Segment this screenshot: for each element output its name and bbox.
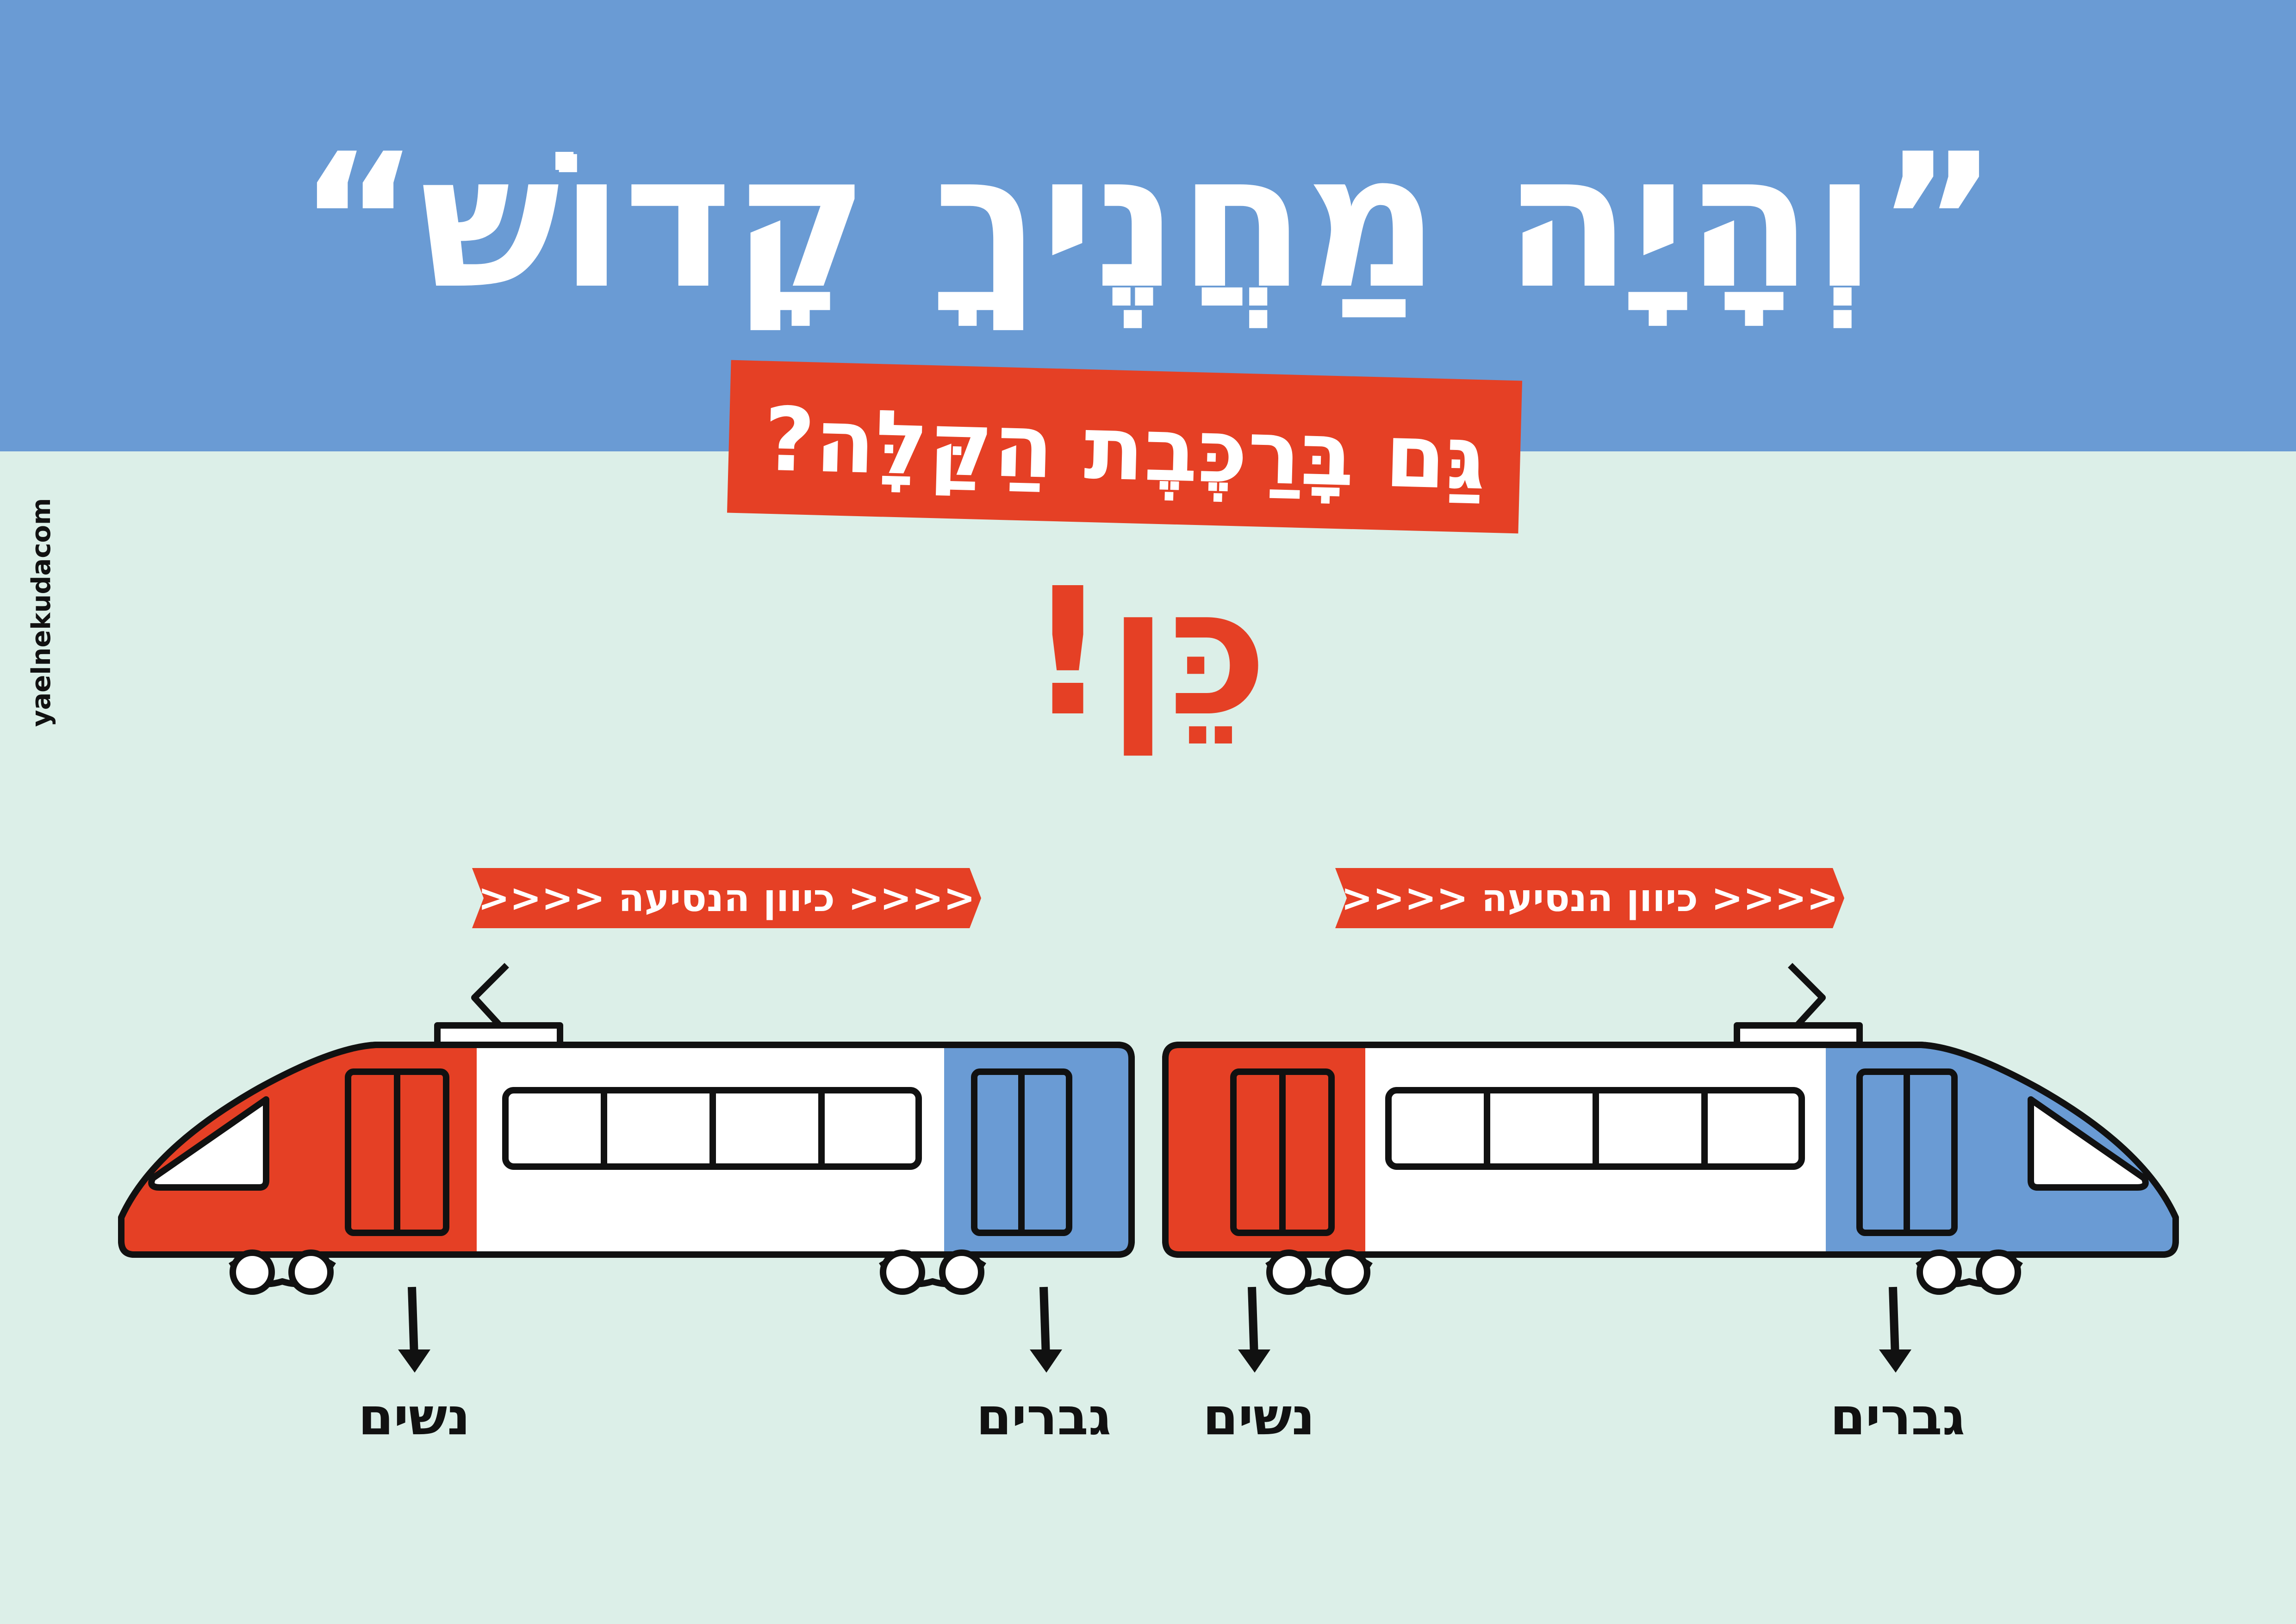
label-women-left: נשים — [358, 1387, 471, 1446]
arrow-right-women — [1248, 1287, 1258, 1357]
page-title: ”וְהָיָה מַחֲנֶיךָ קָדוֹשׁ“ — [298, 114, 1998, 330]
arrows — [398, 1287, 1911, 1373]
pantograph-right — [1788, 963, 1826, 1028]
pantograph-left — [471, 963, 509, 1028]
arrow-left-men — [1039, 1287, 1050, 1357]
direction-label-right: <<<< כיוון הנסיעה <<<< — [1341, 876, 1839, 920]
train-right-windshield — [2028, 1096, 2149, 1191]
label-women-right: נשים — [1202, 1387, 1315, 1446]
train-right — [1162, 963, 2179, 1295]
direction-label-left: <<<< כיוון הנסיעה <<<< — [478, 876, 976, 920]
direction-banner-left: <<<< כיוון הנסיעה <<<< — [472, 868, 981, 928]
label-men-right: גברים — [1830, 1387, 1965, 1446]
answer-text: כֵּן! — [1027, 550, 1268, 755]
arrow-right-men — [1889, 1287, 1899, 1357]
direction-banner-right: <<<< כיוון הנסיעה <<<< — [1335, 868, 1844, 928]
label-men-left: גברים — [976, 1387, 1111, 1446]
train-left-windshield — [148, 1096, 269, 1191]
train-left — [118, 963, 1135, 1295]
arrow-left-women — [408, 1287, 418, 1357]
